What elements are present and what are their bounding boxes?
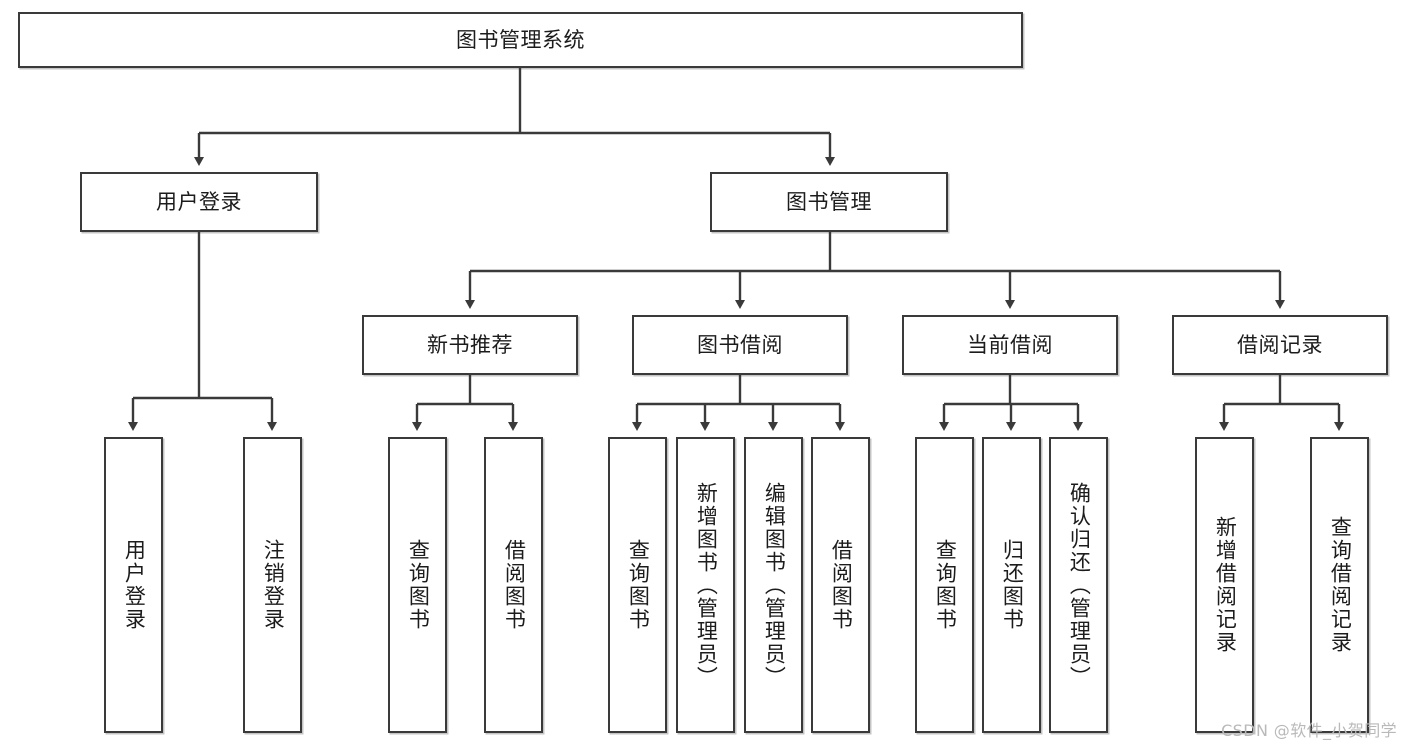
node-user-login-label: 用户登录 bbox=[156, 189, 242, 214]
node-leaf-query-record-label: 查询借阅记录 bbox=[1328, 516, 1353, 654]
node-leaf-confirm-return[interactable]: 确认归还（管理员） bbox=[1049, 437, 1108, 733]
node-leaf-add-record-label: 新增借阅记录 bbox=[1213, 516, 1238, 654]
node-root[interactable]: 图书管理系统 bbox=[18, 12, 1023, 68]
node-user-login[interactable]: 用户登录 bbox=[80, 172, 318, 232]
node-leaf-query-book-1-label: 查询图书 bbox=[406, 539, 431, 631]
node-borrow-record[interactable]: 借阅记录 bbox=[1172, 315, 1388, 375]
node-current-borrow-label: 当前借阅 bbox=[967, 332, 1053, 357]
node-leaf-user-login[interactable]: 用户登录 bbox=[104, 437, 163, 733]
node-leaf-borrow-book-1[interactable]: 借阅图书 bbox=[484, 437, 543, 733]
node-leaf-query-book-3[interactable]: 查询图书 bbox=[915, 437, 974, 733]
node-leaf-borrow-book-1-label: 借阅图书 bbox=[502, 539, 527, 631]
node-leaf-edit-book[interactable]: 编辑图书（管理员） bbox=[744, 437, 803, 733]
node-book-borrow-label: 图书借阅 bbox=[697, 332, 783, 357]
node-leaf-borrow-book-2[interactable]: 借阅图书 bbox=[811, 437, 870, 733]
node-leaf-query-book-3-label: 查询图书 bbox=[933, 539, 958, 631]
node-new-book-rec[interactable]: 新书推荐 bbox=[362, 315, 578, 375]
node-leaf-add-book-label: 新增图书（管理员） bbox=[694, 481, 719, 689]
node-leaf-query-book-2[interactable]: 查询图书 bbox=[608, 437, 667, 733]
node-leaf-logout[interactable]: 注销登录 bbox=[243, 437, 302, 733]
node-book-manage[interactable]: 图书管理 bbox=[710, 172, 948, 232]
node-book-manage-label: 图书管理 bbox=[786, 189, 872, 214]
node-leaf-logout-label: 注销登录 bbox=[261, 539, 286, 631]
node-borrow-record-label: 借阅记录 bbox=[1237, 332, 1323, 357]
node-leaf-add-book[interactable]: 新增图书（管理员） bbox=[676, 437, 735, 733]
node-leaf-query-record[interactable]: 查询借阅记录 bbox=[1310, 437, 1369, 733]
node-leaf-edit-book-label: 编辑图书（管理员） bbox=[762, 481, 787, 689]
node-leaf-return-book[interactable]: 归还图书 bbox=[982, 437, 1041, 733]
node-leaf-borrow-book-2-label: 借阅图书 bbox=[829, 539, 854, 631]
node-new-book-rec-label: 新书推荐 bbox=[427, 332, 513, 357]
node-leaf-query-book-2-label: 查询图书 bbox=[626, 539, 651, 631]
node-leaf-user-login-label: 用户登录 bbox=[122, 539, 147, 631]
node-leaf-query-book-1[interactable]: 查询图书 bbox=[388, 437, 447, 733]
node-leaf-add-record[interactable]: 新增借阅记录 bbox=[1195, 437, 1254, 733]
csdn-watermark: CSDN @软件_小贺同学 bbox=[1221, 721, 1397, 740]
node-leaf-return-book-label: 归还图书 bbox=[1000, 539, 1025, 631]
node-leaf-confirm-return-label: 确认归还（管理员） bbox=[1067, 481, 1092, 689]
node-book-borrow[interactable]: 图书借阅 bbox=[632, 315, 848, 375]
node-root-label: 图书管理系统 bbox=[456, 27, 585, 52]
node-current-borrow[interactable]: 当前借阅 bbox=[902, 315, 1118, 375]
